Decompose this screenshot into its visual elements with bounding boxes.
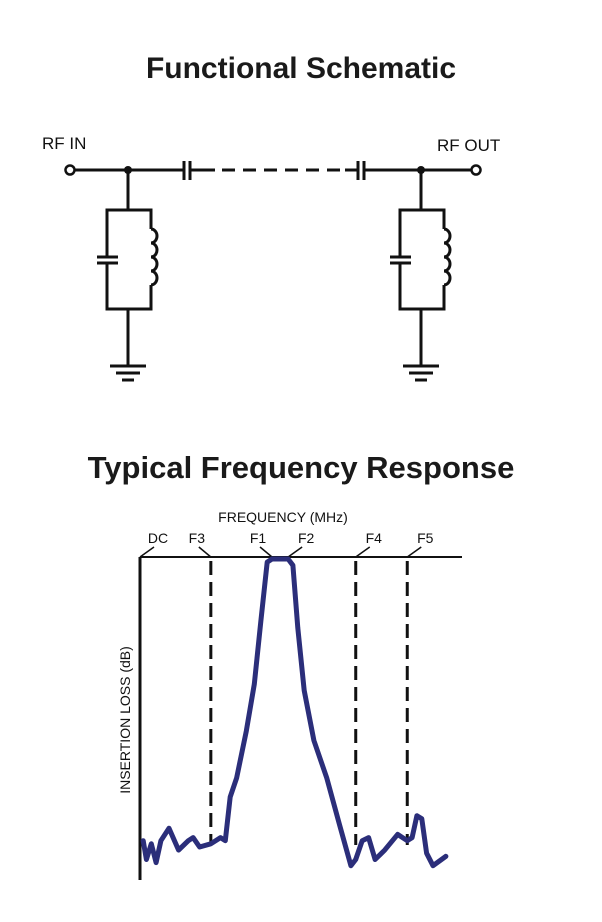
x-axis-label: FREQUENCY (MHz) xyxy=(218,509,348,525)
left-junction-dot xyxy=(124,166,132,174)
right-inductor xyxy=(439,227,452,287)
marker-label-dc: DC xyxy=(148,530,168,546)
marker-label-f2: F2 xyxy=(298,530,315,546)
insertion-loss-curve xyxy=(140,556,449,869)
marker-leader-f1 xyxy=(259,546,273,558)
right-ground-icon xyxy=(403,364,439,382)
response-title: Typical Frequency Response xyxy=(87,450,515,485)
rf-in-port-icon xyxy=(64,164,76,176)
marker-leader-f2 xyxy=(287,546,303,558)
rf-in-label: RF IN xyxy=(42,134,86,153)
right-shunt-capacitor xyxy=(390,255,411,265)
marker-leader-f3 xyxy=(198,546,212,558)
rf-out-port-icon xyxy=(470,164,482,176)
marker-label-f1: F1 xyxy=(250,530,267,546)
left-shunt-capacitor xyxy=(97,255,118,265)
marker-leader-dc xyxy=(139,546,155,558)
left-inductor xyxy=(146,227,159,287)
right-junction-dot xyxy=(417,166,425,174)
marker-label-f5: F5 xyxy=(417,530,434,546)
marker-leader-f4 xyxy=(355,546,371,558)
y-axis-label: INSERTION LOSS (dB) xyxy=(117,646,133,794)
marker-label-f4: F4 xyxy=(366,530,383,546)
marker-leader-f5 xyxy=(406,546,422,558)
rf-out-label: RF OUT xyxy=(437,136,500,155)
right-resonator-frame xyxy=(398,208,446,311)
marker-label-f3: F3 xyxy=(189,530,206,546)
left-ground-icon xyxy=(110,364,146,382)
left-resonator-frame xyxy=(105,208,153,311)
schematic-title: Functional Schematic xyxy=(145,52,457,85)
